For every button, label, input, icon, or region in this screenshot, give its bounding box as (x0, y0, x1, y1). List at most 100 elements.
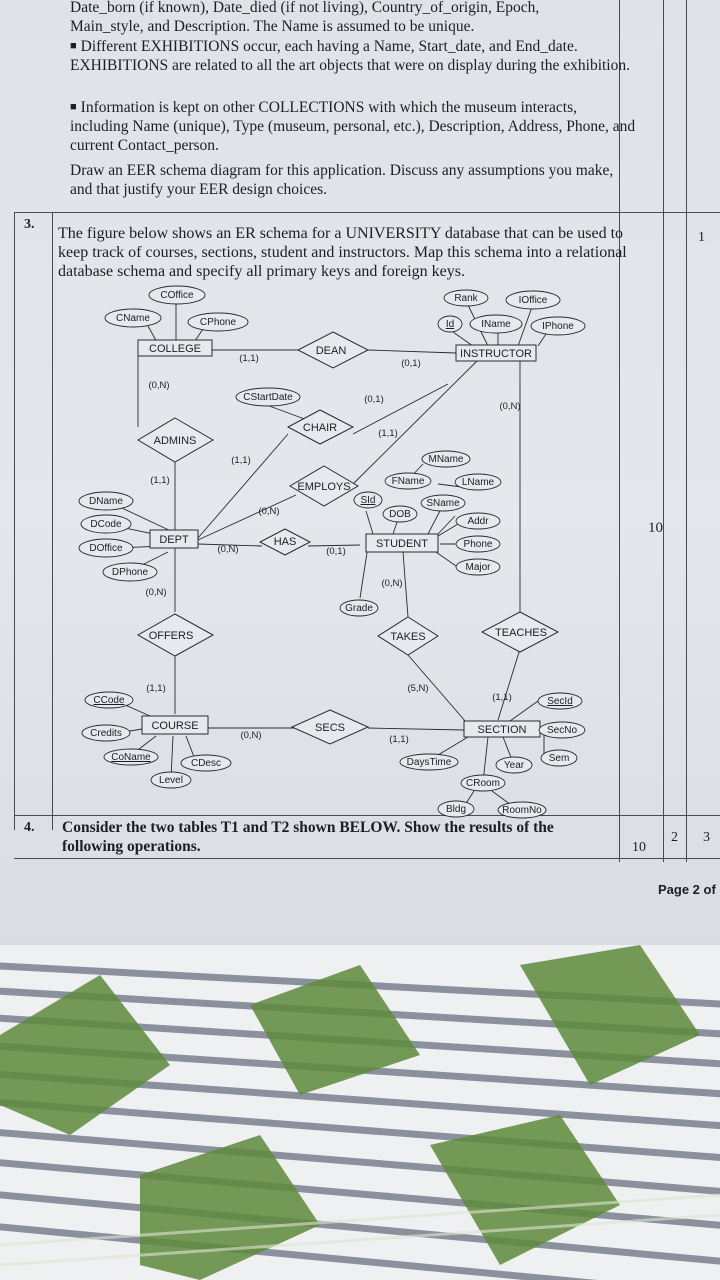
entity-college-label: COLLEGE (149, 343, 201, 355)
cardinality-student-takes: (0,N) (381, 578, 402, 589)
attribute-rank (443, 289, 489, 307)
attribute-cname-label: CName (116, 313, 150, 324)
attribute-grade (339, 599, 379, 617)
fabric-pattern (0, 945, 720, 1280)
cardinality-dept-chair: (1,1) (378, 428, 398, 439)
cardinality-dept-has: (0,N) (217, 544, 238, 555)
q3-number: 3. (24, 217, 35, 232)
attribute-mname-label: MName (428, 454, 463, 465)
table-marks-border (619, 0, 620, 862)
relationship-chair-label: CHAIR (303, 422, 337, 434)
q4-marks: 10 (632, 840, 646, 855)
attribute-cdesc (180, 754, 232, 772)
attribute-cstartdate (235, 387, 301, 407)
q2-bullet-collections: ■Information is kept on other COLLECTION… (70, 98, 638, 155)
attribute-bldg-label: Bldg (446, 804, 466, 815)
attribute-sid-label: SId (360, 495, 375, 506)
attribute-roomno-label: RoomNo (502, 805, 542, 816)
relationship-has (258, 528, 312, 556)
attribute-iphone-label: IPhone (542, 321, 574, 332)
cardinality-instructor-chair: (0,1) (364, 394, 384, 405)
table-column-border (52, 212, 53, 830)
attribute-ioffice-label: IOffice (519, 295, 548, 306)
attribute-dphone (102, 562, 158, 582)
table-column2-border (663, 0, 664, 862)
table-left-border (14, 212, 15, 830)
relationship-admins (137, 417, 214, 463)
page-number: Page 2 of (658, 882, 716, 897)
q4-column3: 3 (703, 830, 710, 845)
relationship-employs (289, 465, 359, 507)
q2-closing: Draw an EER schema diagram for this appl… (70, 162, 614, 198)
entity-student-label: STUDENT (376, 538, 428, 550)
attribute-secno-label: SecNo (547, 725, 577, 736)
attribute-sem (540, 749, 578, 767)
attribute-iname-label: IName (481, 319, 511, 330)
attribute-year (495, 756, 533, 774)
attribute-year-label: Year (504, 760, 525, 771)
attribute-major-label: Major (465, 562, 491, 573)
entity-instructor-label: INSTRUCTOR (460, 348, 532, 360)
relationship-has-label: HAS (274, 536, 297, 548)
relationship-takes-label: TAKES (390, 631, 425, 643)
cardinality-instructor-dean: (0,1) (401, 358, 421, 369)
attribute-dcode (80, 514, 132, 534)
relationship-takes (377, 616, 439, 656)
relationship-teaches-label: TEACHES (495, 627, 547, 639)
attribute-credits (81, 724, 131, 742)
relationship-employs-label: EMPLOYS (297, 481, 350, 493)
q2-bullet-exhibitions: ■Different EXHIBITIONS occur, each havin… (70, 37, 638, 75)
attribute-roomno (497, 801, 547, 819)
cardinality-college-dean: (1,1) (239, 353, 259, 364)
attribute-cstartdate-label: CStartDate (243, 392, 293, 403)
attribute-coffice (148, 285, 206, 305)
attribute-dob-label: DOB (389, 509, 411, 520)
attribute-secno (538, 721, 586, 739)
attribute-sid (353, 491, 383, 509)
attribute-coffice-label: COffice (160, 290, 194, 301)
row-divider-top (14, 212, 720, 213)
attribute-sname-label: SName (426, 498, 460, 509)
attribute-dob (382, 505, 418, 523)
q2-bullet-text: Different EXHIBITIONS occur, each having… (70, 38, 630, 74)
bullet-icon: ■ (70, 101, 77, 113)
entity-course-label: COURSE (151, 720, 198, 732)
row-divider-q4 (14, 815, 720, 816)
attribute-sem-label: Sem (549, 753, 570, 764)
q4-text: Consider the two tables T1 and T2 shown … (62, 819, 554, 855)
relationship-secs-label: SECS (315, 722, 345, 734)
attribute-ioffice (505, 290, 561, 310)
attribute-coname (103, 748, 159, 766)
attribute-level (150, 771, 192, 789)
attribute-croom (460, 774, 506, 792)
attribute-phone-label: Phone (464, 539, 493, 550)
row-divider-bottom (14, 858, 720, 859)
attribute-secid-label: SecId (547, 696, 573, 707)
entity-section-label: SECTION (478, 724, 527, 736)
entity-instructor (455, 344, 537, 362)
attribute-croom-label: CRoom (466, 778, 500, 789)
er-diagram: COLLEGE INSTRUCTOR DEPT STUDENT COURSE S… (78, 285, 586, 819)
attribute-cdesc-label: CDesc (191, 758, 221, 769)
cardinality-section-takes: (5,N) (407, 683, 428, 694)
attribute-iname (469, 314, 523, 334)
attribute-ccode-label: CCode (93, 695, 125, 706)
entity-dept-label: DEPT (159, 534, 189, 546)
attribute-addr-label: Addr (467, 516, 489, 527)
relationship-dean (296, 331, 370, 369)
attribute-doffice (78, 538, 134, 558)
attribute-doffice-label: DOffice (89, 543, 123, 554)
table-column3-border (686, 0, 687, 862)
q4-number: 4. (24, 820, 35, 835)
attribute-dphone-label: DPhone (112, 567, 149, 578)
exam-paper: Date_born (if known), Date_died (if not … (0, 0, 720, 945)
attribute-cphone (187, 312, 249, 332)
attribute-bldg (437, 800, 475, 818)
attribute-lname (454, 473, 502, 491)
entity-student (365, 533, 439, 553)
cardinality-cstart: (1,1) (231, 455, 251, 466)
cardinality-dept-employs: (0,N) (258, 506, 279, 517)
attribute-sname (420, 494, 466, 512)
attribute-dcode-label: DCode (90, 519, 122, 530)
cardinality-section-teaches: (1,1) (492, 692, 512, 703)
